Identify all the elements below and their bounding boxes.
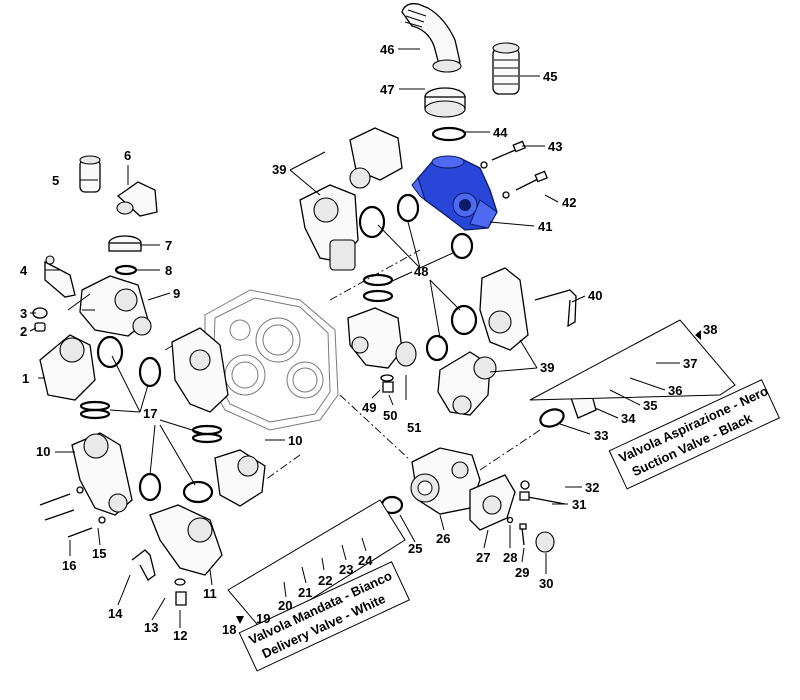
- label-45: 45: [543, 69, 557, 84]
- label-3: 3: [20, 306, 27, 321]
- label-50: 50: [383, 408, 397, 423]
- part-26-center-body: [410, 447, 481, 515]
- part-48-o-rings: [358, 193, 478, 362]
- label-43: 43: [548, 139, 562, 154]
- part-5-fitting: [79, 155, 101, 193]
- part-14-u-pin: [131, 549, 156, 581]
- label-25: 25: [408, 541, 422, 556]
- part-31-32-bolt: [519, 480, 566, 505]
- label-20: 20: [278, 598, 292, 613]
- label-18: 18: [222, 622, 236, 637]
- label-46: 46: [380, 42, 394, 57]
- label-9: 9: [173, 286, 180, 301]
- part-43-bolt: [480, 140, 526, 169]
- label-2: 2: [20, 324, 27, 339]
- label-33: 33: [594, 428, 608, 443]
- label-8: 8: [165, 263, 172, 278]
- part-44-o-ring: [431, 126, 467, 142]
- label-22: 22: [318, 573, 332, 588]
- leader-lines: [29, 48, 680, 628]
- part-16-bolts: [39, 486, 106, 538]
- part-45-hose-fitting: [492, 42, 520, 95]
- label-38: 38: [703, 322, 717, 337]
- label-39-upper: 39: [272, 162, 286, 177]
- pump-body-ghost: [204, 289, 339, 431]
- label-6: 6: [124, 148, 131, 163]
- label-34: 34: [621, 411, 636, 426]
- label-39-right: 39: [540, 360, 554, 375]
- label-4: 4: [20, 263, 28, 278]
- label-31: 31: [572, 497, 586, 512]
- label-23: 23: [339, 562, 353, 577]
- label-19: 19: [256, 611, 270, 626]
- label-32: 32: [585, 480, 599, 495]
- label-29: 29: [515, 565, 529, 580]
- label-44: 44: [493, 125, 508, 140]
- part-2-3-caps: [32, 307, 48, 332]
- part-6-elbow: [116, 181, 158, 217]
- label-13: 13: [144, 620, 158, 635]
- label-14: 14: [108, 606, 123, 621]
- part-39-right-manifold: [437, 267, 529, 416]
- label-41: 41: [538, 219, 552, 234]
- part-41-suction-manifold-highlighted: [411, 155, 498, 231]
- label-11: 11: [203, 586, 217, 601]
- part-27-cover-plate: [469, 474, 516, 531]
- part-12-13-plug: [174, 578, 187, 606]
- label-42: 42: [562, 195, 576, 210]
- label-48: 48: [414, 264, 428, 279]
- part-40-u-pin: [534, 289, 577, 328]
- part-4-bleed-valve: [44, 255, 76, 298]
- label-5: 5: [52, 173, 59, 188]
- label-30: 30: [539, 576, 553, 591]
- label-24: 24: [358, 553, 373, 568]
- part-9-manifold: [79, 275, 152, 337]
- label-40: 40: [588, 288, 602, 303]
- part-7-nut: [108, 235, 142, 252]
- part-10-lower-manifold: [71, 432, 133, 516]
- label-15: 15: [92, 546, 106, 561]
- label-10-right: 10: [288, 433, 302, 448]
- label-47: 47: [380, 82, 394, 97]
- label-28: 28: [503, 550, 517, 565]
- label-10-left: 10: [36, 444, 50, 459]
- label-12: 12: [173, 628, 187, 643]
- label-17: 17: [143, 406, 157, 421]
- label-37: 37: [683, 356, 697, 371]
- part-51-valve-block: [347, 307, 417, 369]
- part-46-elbow-hose: [401, 3, 462, 73]
- part-47-ring-nut: [424, 87, 466, 118]
- label-36: 36: [668, 383, 682, 398]
- part-8-o-ring: [114, 264, 138, 276]
- label-27: 27: [476, 550, 490, 565]
- label-26: 26: [436, 531, 450, 546]
- part-49-50-plug-washer: [380, 374, 394, 393]
- part-1-manifold: [39, 334, 96, 401]
- label-1: 1: [22, 371, 29, 386]
- part-28-29-30-small-items: [506, 516, 555, 553]
- label-49: 49: [362, 400, 376, 415]
- label-21: 21: [298, 585, 312, 600]
- label-7: 7: [165, 238, 172, 253]
- label-51: 51: [407, 420, 421, 435]
- label-16: 16: [62, 558, 76, 573]
- part-39-upper-manifold: [299, 127, 403, 271]
- part-11-manifold: [149, 449, 266, 576]
- part-42-bolt: [502, 170, 548, 199]
- part-number-labels: 46 47 44 45 43 42 41 39 48 40 38 37 36 3…: [20, 42, 717, 643]
- label-35: 35: [643, 398, 657, 413]
- part-10-upper-block: [171, 327, 229, 413]
